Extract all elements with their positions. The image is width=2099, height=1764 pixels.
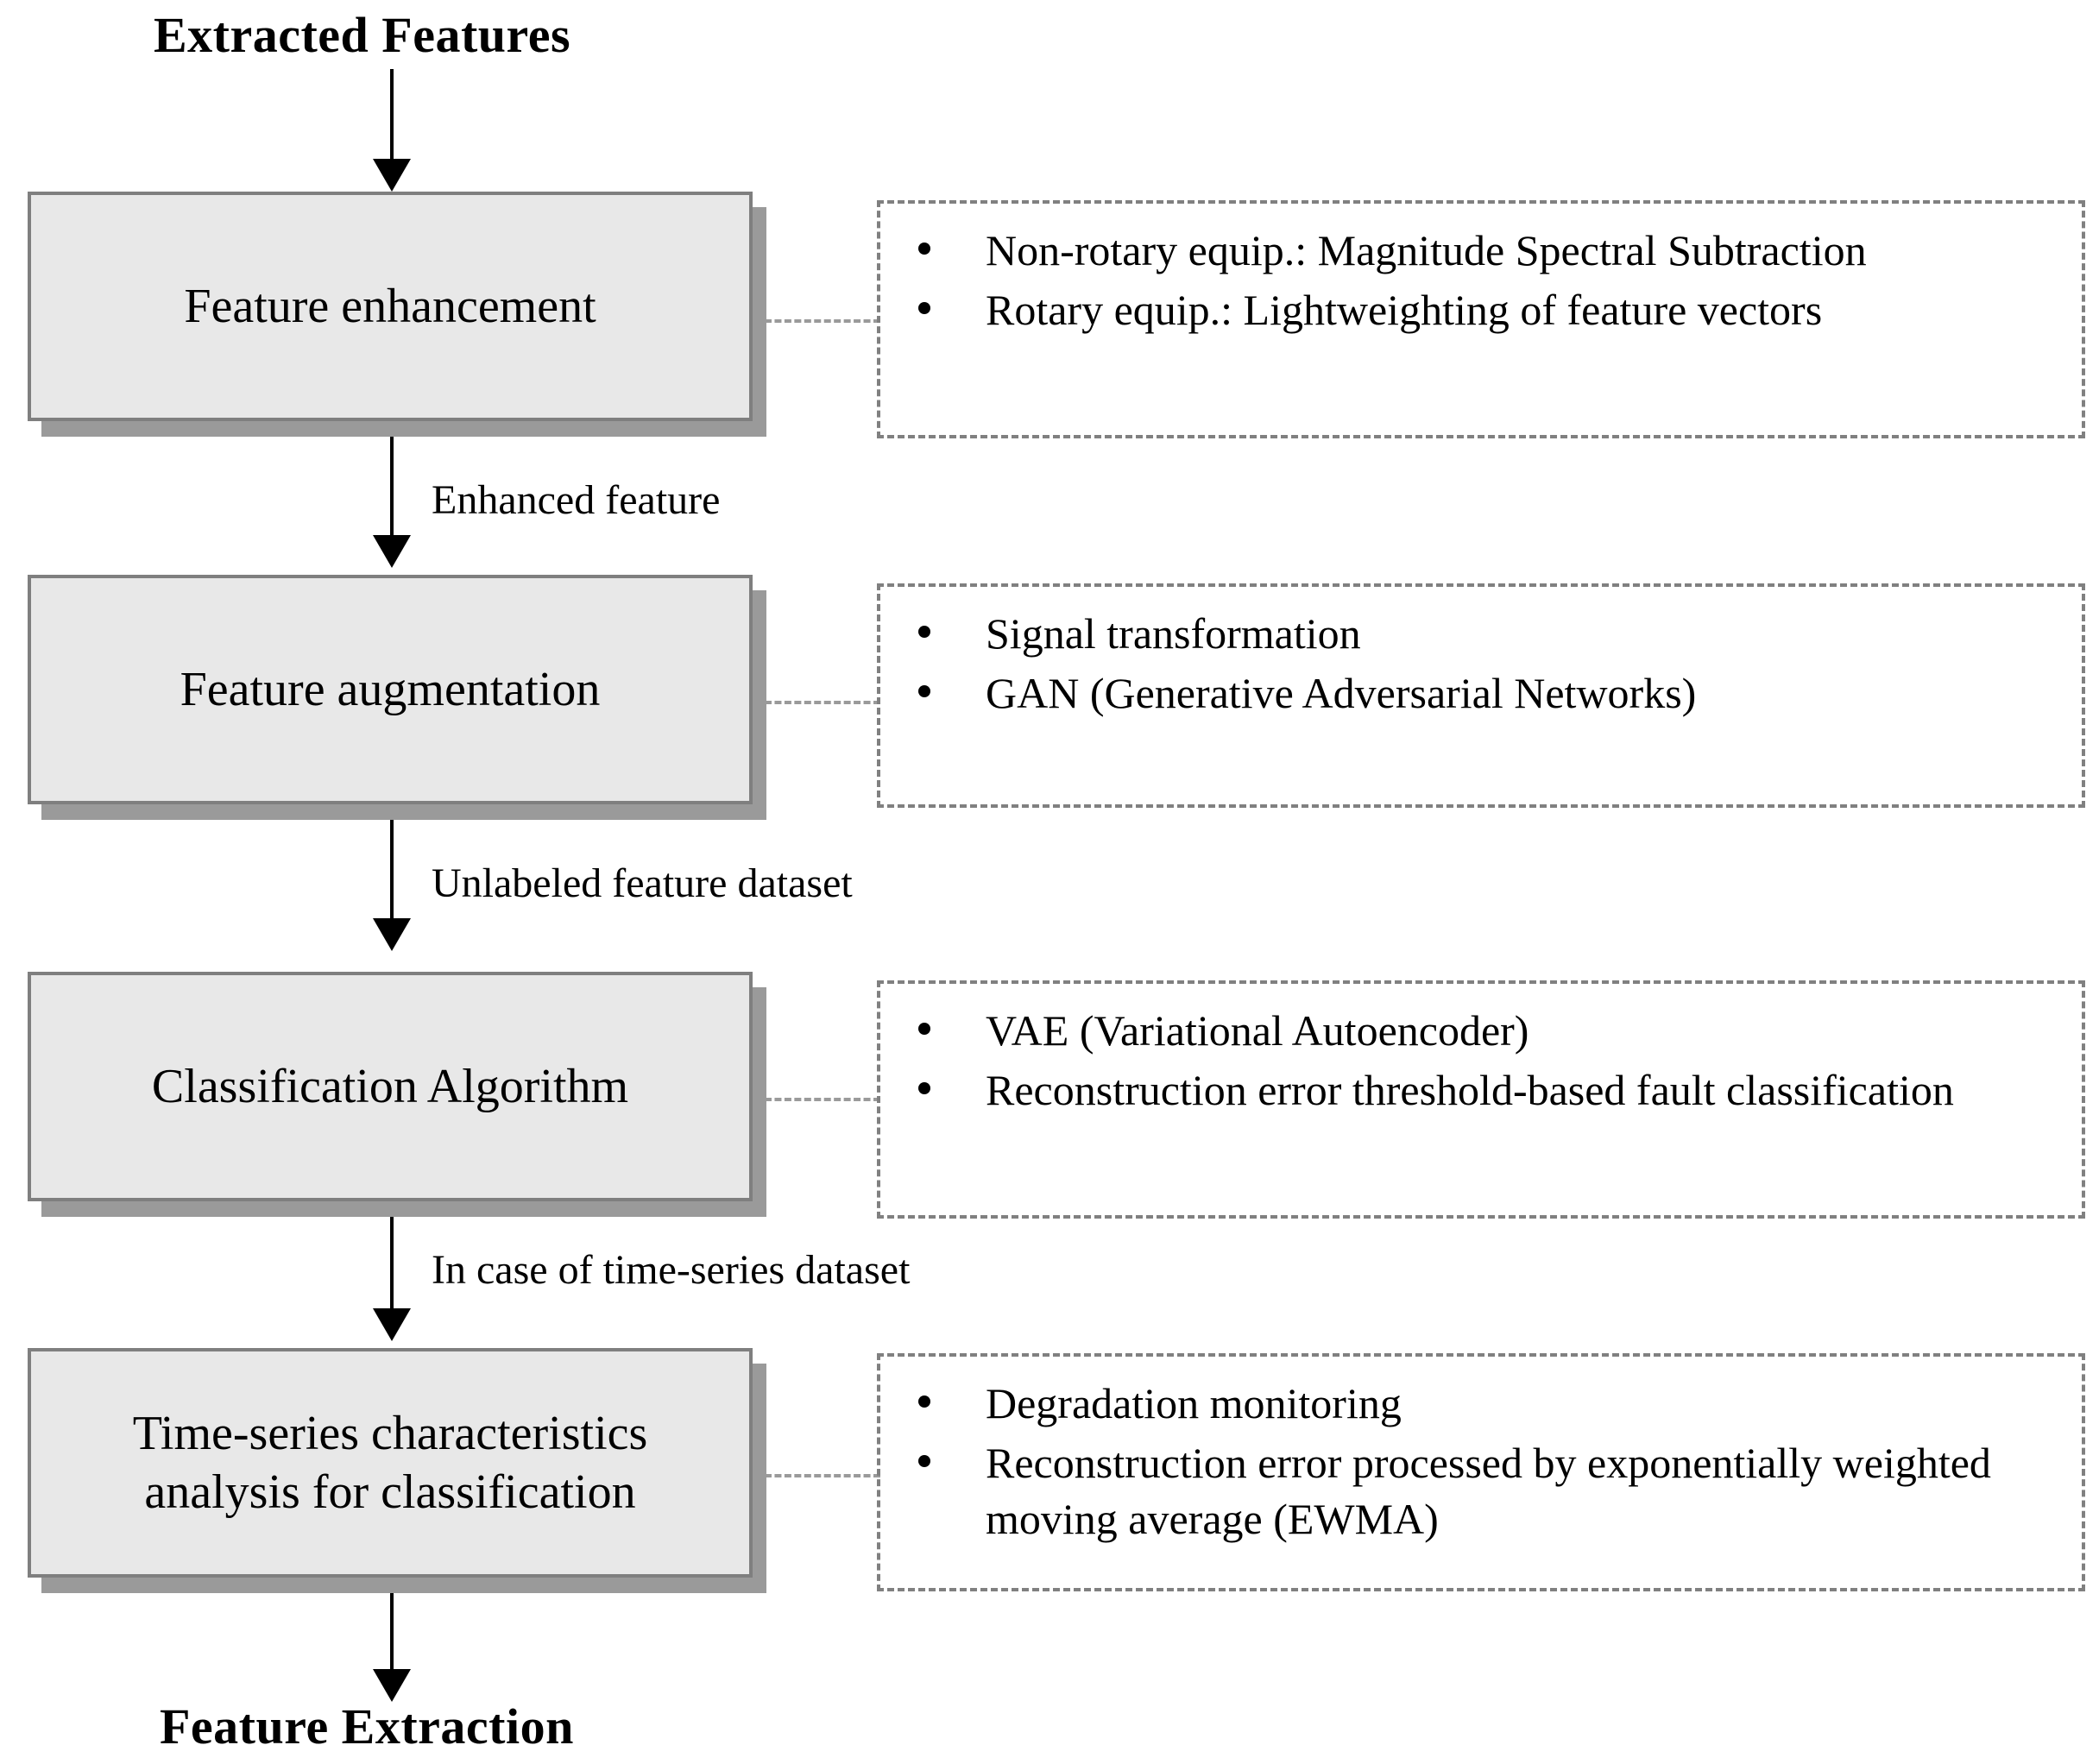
bullet-icon (918, 243, 930, 255)
note-item: Signal transformation (903, 606, 2066, 662)
bullet-icon (918, 1023, 930, 1035)
transition-label-unlabeled-feature-dataset: Unlabeled feature dataset (432, 860, 853, 906)
arrow-line-top-to-step1 (390, 69, 394, 166)
bullet-icon (918, 685, 930, 697)
note-box-feature-enhancement: Non-rotary equip.: Magnitude Spectral Su… (877, 200, 2085, 438)
note-item: VAE (Variational Autoencoder) (903, 1003, 2066, 1059)
note-item: GAN (Generative Adversarial Networks) (903, 665, 2066, 721)
note-text: Reconstruction error threshold-based fau… (986, 1066, 1954, 1114)
note-box-time-series-analysis: Degradation monitoring Reconstruction er… (877, 1353, 2085, 1591)
note-box-feature-augmentation: Signal transformation GAN (Generative Ad… (877, 583, 2085, 808)
note-item: Reconstruction error threshold-based fau… (903, 1062, 2066, 1118)
bullet-icon (918, 1455, 930, 1467)
bullet-icon (918, 1082, 930, 1094)
bullet-icon (918, 626, 930, 638)
arrow-head-step4-to-bottom (373, 1669, 411, 1702)
note-box-classification-algorithm: VAE (Variational Autoencoder) Reconstruc… (877, 980, 2085, 1219)
arrow-line-step1-to-step2 (390, 437, 394, 542)
page-title-extracted-features: Extracted Features (154, 7, 571, 63)
step-label-feature-enhancement: Feature enhancement (184, 279, 596, 333)
connector-step4-to-note4 (765, 1474, 880, 1477)
connector-step1-to-note1 (765, 319, 880, 323)
connector-step2-to-note2 (765, 701, 880, 704)
note-text: GAN (Generative Adversarial Networks) (986, 669, 1697, 717)
arrow-head-step1-to-step2 (373, 535, 411, 568)
note-text: Non-rotary equip.: Magnitude Spectral Su… (986, 226, 1867, 274)
note-list-1: Non-rotary equip.: Magnitude Spectral Su… (903, 223, 2066, 338)
note-text: Degradation monitoring (986, 1379, 1402, 1427)
step-label-feature-augmentation: Feature augmentation (180, 662, 601, 716)
arrow-head-top-to-step1 (373, 159, 411, 192)
transition-label-enhanced-feature: Enhanced feature (432, 477, 721, 523)
step-label-classification-algorithm: Classification Algorithm (151, 1059, 629, 1113)
arrow-line-step3-to-step4 (390, 1217, 394, 1315)
step-box-classification-algorithm[interactable]: Classification Algorithm (28, 972, 753, 1201)
step-box-feature-augmentation[interactable]: Feature augmentation (28, 575, 753, 804)
step-label-time-series-analysis: Time-series characteristics analysis for… (132, 1406, 648, 1519)
arrow-line-step4-to-bottom (390, 1593, 394, 1676)
note-item: Non-rotary equip.: Magnitude Spectral Su… (903, 223, 2066, 279)
connector-step3-to-note3 (765, 1098, 880, 1101)
note-text: Reconstruction error processed by expone… (986, 1439, 1991, 1543)
step-box-feature-enhancement[interactable]: Feature enhancement (28, 192, 753, 421)
page-title-feature-extraction: Feature Extraction (160, 1698, 574, 1755)
transition-label-in-case-of-time-series-dataset: In case of time-series dataset (432, 1247, 911, 1293)
bullet-icon (918, 1395, 930, 1408)
note-list-4: Degradation monitoring Reconstruction er… (903, 1376, 2066, 1547)
note-list-2: Signal transformation GAN (Generative Ad… (903, 606, 2066, 721)
arrow-head-step3-to-step4 (373, 1308, 411, 1341)
bullet-icon (918, 302, 930, 314)
note-text: VAE (Variational Autoencoder) (986, 1006, 1529, 1055)
arrow-line-step2-to-step3 (390, 820, 394, 925)
note-item: Degradation monitoring (903, 1376, 2066, 1432)
note-item: Rotary equip.: Lightweighting of feature… (903, 282, 2066, 338)
note-text: Signal transformation (986, 609, 1361, 658)
step-box-time-series-analysis[interactable]: Time-series characteristics analysis for… (28, 1348, 753, 1578)
note-list-3: VAE (Variational Autoencoder) Reconstruc… (903, 1003, 2066, 1118)
note-text: Rotary equip.: Lightweighting of feature… (986, 286, 1823, 334)
arrow-head-step2-to-step3 (373, 918, 411, 951)
note-item: Reconstruction error processed by expone… (903, 1435, 2066, 1547)
